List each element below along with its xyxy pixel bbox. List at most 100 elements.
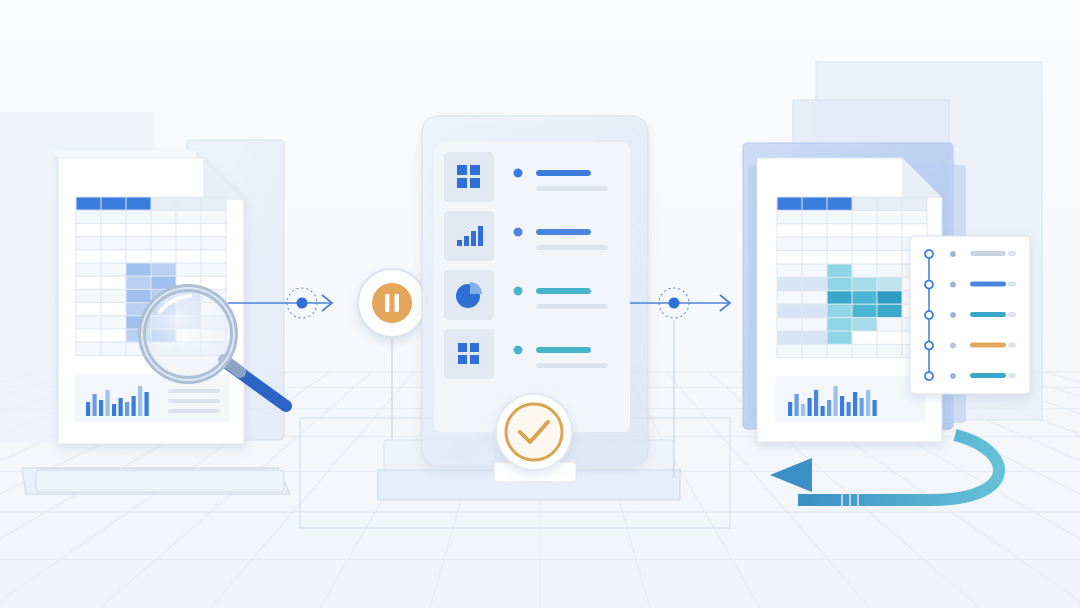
spreadsheet-cell	[100, 222, 127, 238]
spreadsheet-cell	[901, 209, 928, 225]
spreadsheet-cell	[776, 250, 803, 265]
connector-1	[228, 287, 334, 319]
pie-chart-icon	[456, 282, 482, 308]
chart-legend-lines	[168, 389, 220, 413]
bar	[840, 396, 845, 416]
spreadsheet-cell	[100, 288, 127, 304]
inspect-source-spreadsheet	[0, 112, 292, 495]
pause-icon	[372, 283, 412, 323]
grid-icon	[458, 343, 479, 364]
row-subbar	[536, 363, 608, 368]
node-dot	[668, 297, 680, 309]
spreadsheet-cell	[75, 196, 102, 211]
bar	[112, 404, 117, 416]
spreadsheet-cell	[851, 250, 878, 265]
spreadsheet-cell	[876, 250, 903, 265]
bar	[859, 398, 864, 416]
spreadsheet-cell	[901, 196, 928, 211]
glass-base-plate	[35, 469, 285, 493]
spreadsheet-cell	[776, 317, 803, 332]
magnifier-icon	[138, 284, 292, 412]
spreadsheet-cell	[175, 236, 202, 251]
spreadsheet-cell	[876, 303, 903, 319]
spreadsheet-cell	[826, 290, 853, 305]
grid-square	[458, 343, 467, 352]
checklist-dot	[950, 251, 956, 257]
spreadsheet-cell	[175, 209, 202, 224]
spreadsheet-cell	[776, 290, 803, 305]
spreadsheet-cell	[100, 196, 127, 211]
spreadsheet-cell	[776, 263, 803, 278]
spreadsheet-cell	[776, 343, 803, 359]
spreadsheet-cell	[776, 223, 803, 238]
checklist-bar-end	[1008, 373, 1016, 378]
bar	[820, 406, 825, 416]
spreadsheet-cell	[125, 196, 152, 211]
spreadsheet-cell	[200, 222, 227, 238]
document-stack-back	[50, 150, 196, 158]
spreadsheet-cell	[851, 209, 878, 225]
spreadsheet-cell	[876, 290, 903, 305]
bar	[846, 402, 851, 416]
icon-tile	[444, 152, 494, 202]
spreadsheet-cell	[826, 263, 853, 278]
spreadsheet-cell	[826, 250, 853, 265]
connector-2	[630, 287, 732, 478]
spreadsheet-cell	[876, 276, 903, 292]
bar	[86, 402, 91, 416]
checklist-node	[924, 279, 934, 290]
checklist-bar-end	[1008, 312, 1016, 317]
spreadsheet-cell	[776, 236, 803, 252]
loop-arrow-icon	[770, 429, 1005, 506]
spreadsheet-cell	[100, 236, 127, 251]
node-dot	[296, 297, 308, 309]
spreadsheet-cell	[100, 315, 127, 330]
spreadsheet-cell	[876, 330, 903, 345]
spreadsheet-cell	[851, 317, 878, 332]
node-ring	[658, 287, 690, 319]
spreadsheet-cell	[801, 209, 828, 225]
spreadsheet-cell	[200, 196, 227, 211]
bar	[464, 236, 469, 246]
spreadsheet-cell	[851, 303, 878, 319]
spreadsheet-cell	[801, 303, 828, 319]
bar	[478, 226, 483, 246]
spreadsheet-cell	[801, 236, 828, 252]
spreadsheet-cell	[851, 343, 878, 359]
row-dot	[513, 286, 523, 296]
spreadsheet-cell	[150, 196, 177, 211]
spreadsheet-cell	[801, 196, 828, 211]
check-icon	[504, 402, 564, 462]
spreadsheet-cell	[100, 209, 127, 224]
bar	[807, 398, 812, 416]
checklist-card	[909, 235, 1031, 395]
row-bar	[536, 229, 591, 235]
spreadsheet-cell	[200, 209, 227, 224]
grid-line	[959, 371, 1080, 415]
checklist-item	[924, 340, 1016, 351]
spreadsheet-cell	[100, 328, 127, 343]
spreadsheet-cell	[826, 236, 853, 252]
chart-card	[775, 376, 925, 422]
grid-square	[457, 178, 467, 188]
grid-line	[209, 371, 415, 608]
spreadsheet-cell	[100, 275, 127, 290]
checklist-bar-end	[1008, 251, 1016, 256]
bar	[827, 400, 832, 416]
process-row	[444, 211, 608, 261]
arrow-right-icon	[321, 294, 334, 312]
spreadsheet-cell	[175, 249, 202, 264]
grid-square	[458, 355, 467, 364]
checklist-item	[924, 279, 1016, 290]
spreadsheet-cell	[826, 196, 853, 211]
chart-card	[74, 374, 230, 422]
spreadsheet-table	[776, 196, 928, 359]
bar	[814, 390, 819, 416]
spreadsheet-cell	[125, 209, 152, 224]
spreadsheet-cell	[801, 343, 828, 359]
spreadsheet-cell	[801, 223, 828, 238]
process-steps-panel	[299, 115, 731, 529]
checklist-node	[924, 310, 934, 320]
spreadsheet-cell	[75, 275, 102, 290]
spreadsheet-cell	[801, 250, 828, 265]
